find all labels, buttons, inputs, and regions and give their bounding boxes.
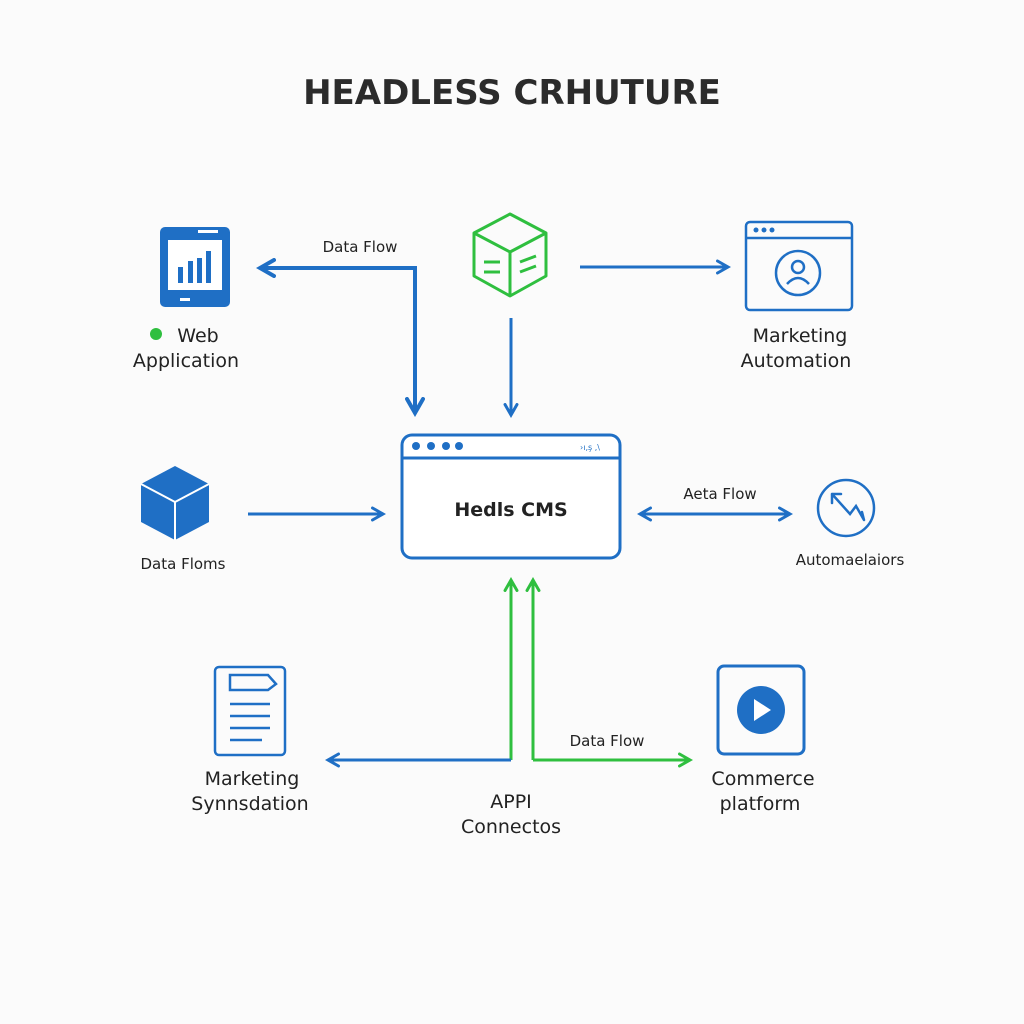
commerce-label: Commerce xyxy=(711,768,814,790)
marketing-automation-label-2: Automation xyxy=(741,350,852,372)
cms-label: Hedls CMS xyxy=(454,499,567,521)
automaelaiors-label: Automaelaiors xyxy=(796,551,905,569)
marketing-automation-label: Marketing xyxy=(753,325,848,347)
cms-header-glyphs: ›ı,ş ,\ xyxy=(580,443,600,452)
data-flow-arrow xyxy=(255,258,425,418)
edge-label-bottom: Data Flow xyxy=(570,732,645,750)
document-icon xyxy=(213,665,287,757)
tablet-chart-icon xyxy=(160,227,230,307)
green-leaf-icon xyxy=(150,328,162,340)
edge-label-right: Aeta Flow xyxy=(683,485,756,503)
diagram-title: HEADLESS CRHUTURE xyxy=(303,73,721,113)
web-app-label: Web xyxy=(177,325,218,347)
web-app-label-2: Application xyxy=(133,350,239,372)
play-icon xyxy=(716,664,806,756)
edge-label: Data Flow xyxy=(323,238,398,256)
circle-arrows-icon xyxy=(816,478,876,538)
api-label-2: Connectos xyxy=(461,816,561,838)
data-floms-label: Data Floms xyxy=(141,555,226,573)
marketing-synd-label: Marketing xyxy=(205,768,300,790)
cube-icon xyxy=(140,466,210,540)
api-label: APPI xyxy=(490,791,532,813)
marketing-synd-label-2: Synnsdation xyxy=(191,793,308,815)
commerce-label-2: platform xyxy=(720,793,801,815)
green-cube-icon xyxy=(472,212,548,298)
headless-cms-box[interactable]: ›ı,ş ,\ Hedls CMS xyxy=(400,433,622,560)
browser-user-icon xyxy=(744,220,854,312)
